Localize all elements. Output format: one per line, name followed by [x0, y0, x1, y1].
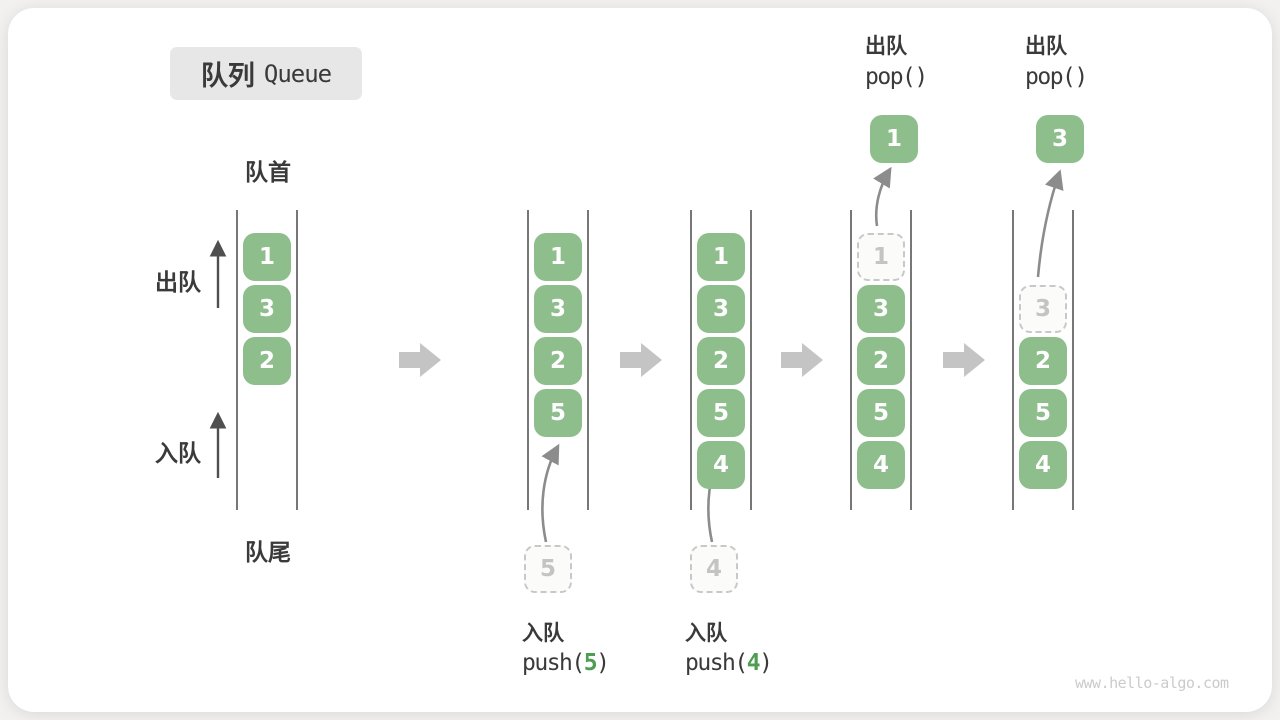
- pending-item-ghost: 5: [524, 545, 572, 593]
- popped-slot-ghost: 1: [857, 233, 905, 281]
- enqueue-op-code: push(4): [685, 650, 773, 676]
- queue-item: 3: [243, 285, 291, 333]
- queue-item: 5: [534, 389, 582, 437]
- diagram-card: [8, 8, 1272, 712]
- queue-item: 2: [697, 337, 745, 385]
- queue-item: 3: [534, 285, 582, 333]
- code-post: ): [596, 650, 610, 676]
- queue-item: 5: [857, 389, 905, 437]
- queue-item: 4: [1019, 441, 1067, 489]
- enqueue-side-label: 入队: [155, 440, 201, 466]
- code-arg: 4: [746, 650, 761, 676]
- front-label: 队首: [245, 159, 291, 185]
- popped-item: 3: [1036, 115, 1084, 163]
- dequeue-op-code: pop(): [1025, 64, 1088, 90]
- code-pre: push(: [522, 650, 585, 676]
- code-arg: 5: [583, 650, 598, 676]
- watermark: www.hello-algo.com: [1075, 674, 1229, 692]
- dequeue-op-code: pop(): [865, 64, 928, 90]
- code-pre: push(: [685, 650, 748, 676]
- queue-item: 2: [534, 337, 582, 385]
- queue-item: 1: [697, 233, 745, 281]
- queue-item: 4: [697, 441, 745, 489]
- queue-item: 2: [1019, 337, 1067, 385]
- code-post: ): [759, 650, 773, 676]
- enqueue-op-code: push(5): [522, 650, 610, 676]
- popped-item: 1: [870, 115, 918, 163]
- enqueue-op-label: 入队: [522, 622, 564, 645]
- popped-slot-ghost: 3: [1019, 285, 1067, 333]
- rear-label: 队尾: [245, 539, 291, 565]
- dequeue-side-label: 出队: [155, 269, 201, 295]
- queue-item: 3: [697, 285, 745, 333]
- title-zh: 队列: [200, 61, 255, 91]
- queue-item: 1: [243, 233, 291, 281]
- queue-item: 5: [697, 389, 745, 437]
- queue-item: 1: [534, 233, 582, 281]
- dequeue-op-label: 出队: [865, 35, 907, 58]
- dequeue-op-label: 出队: [1025, 35, 1067, 58]
- enqueue-op-label: 入队: [685, 622, 727, 645]
- queue-item: 3: [857, 285, 905, 333]
- title-badge: 队列 Queue: [170, 47, 362, 100]
- queue-item: 2: [243, 337, 291, 385]
- queue-item: 5: [1019, 389, 1067, 437]
- title-en: Queue: [263, 59, 332, 88]
- pending-item-ghost: 4: [690, 545, 738, 593]
- queue-item: 4: [857, 441, 905, 489]
- queue-item: 2: [857, 337, 905, 385]
